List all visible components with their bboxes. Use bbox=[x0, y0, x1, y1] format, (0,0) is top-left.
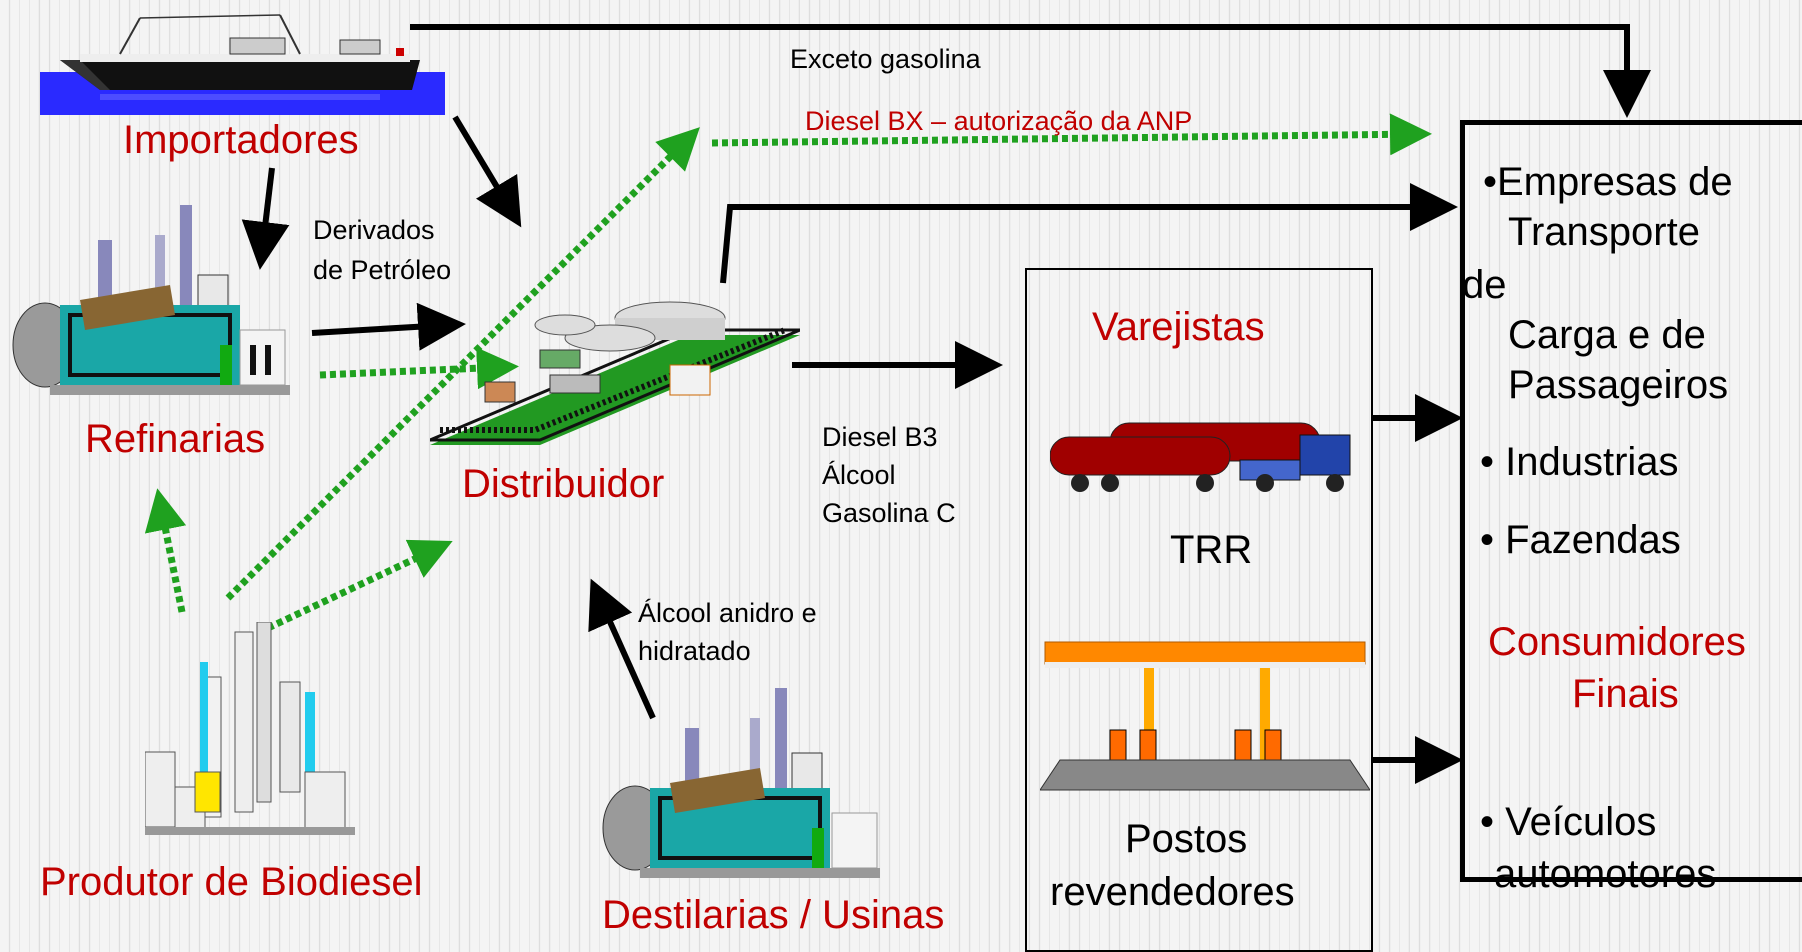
biodiesel-plant-icon bbox=[145, 622, 355, 835]
produtos-label-line1: Diesel B3 bbox=[822, 422, 938, 452]
consumer-fazendas: • Fazendas bbox=[1480, 518, 1681, 562]
arrow-biodiesel-diesel-bx bbox=[225, 127, 700, 601]
consumidores-finais-title-line1: Consumidores bbox=[1488, 620, 1746, 664]
consumer-veiculos-line1: • Veículos bbox=[1480, 800, 1657, 844]
consumer-veiculos-line2: automotores bbox=[1494, 852, 1717, 896]
gas-station-icon bbox=[1040, 641, 1370, 791]
arrow-importadores-refinarias bbox=[241, 167, 290, 270]
alcool-label-line1: Álcool anidro e bbox=[638, 598, 817, 628]
arrow-distribuidor-consumidores bbox=[720, 183, 1458, 284]
arrow-biodiesel-consumidores bbox=[711, 113, 1432, 156]
derivados-label-line1: Derivados bbox=[313, 215, 435, 245]
arrow-refinarias-distribuidor-green bbox=[319, 347, 519, 390]
postos-label-line2: revendedores bbox=[1050, 870, 1295, 914]
ship-icon bbox=[40, 14, 445, 115]
alcool-label-line2: hidratado bbox=[638, 636, 751, 666]
produtor-biodiesel-label: Produtor de Biodiesel bbox=[40, 860, 423, 904]
diesel-bx-label: Diesel BX – autorização da ANP bbox=[805, 106, 1193, 136]
importadores-label: Importadores bbox=[123, 118, 359, 162]
consumer-item-line5: Passageiros bbox=[1508, 363, 1729, 407]
distillery-icon bbox=[602, 688, 880, 878]
arrow-biodiesel-distribuidor bbox=[266, 539, 453, 632]
distribution-depot-icon bbox=[430, 301, 800, 445]
consumidores-finais-title-line2: Finais bbox=[1572, 672, 1679, 716]
consumer-item-line3: de bbox=[1462, 263, 1507, 307]
arrow-importadores-distribuidor bbox=[452, 115, 522, 228]
arrow-importadores-consumidores bbox=[410, 24, 1651, 118]
arrow-biodiesel-refinarias bbox=[144, 488, 187, 613]
destilarias-label: Destilarias / Usinas bbox=[602, 893, 945, 937]
produtos-label-line3: Gasolina C bbox=[822, 498, 956, 528]
produtos-label-line2: Álcool bbox=[822, 460, 896, 490]
consumer-item-line1: •Empresas de bbox=[1483, 160, 1733, 204]
postos-label-line1: Postos bbox=[1125, 817, 1248, 861]
distribuidor-label: Distribuidor bbox=[462, 462, 665, 506]
refinery-icon bbox=[12, 205, 290, 395]
refinarias-label: Refinarias bbox=[85, 417, 266, 461]
tanker-trucks-icon bbox=[1050, 422, 1351, 492]
arrow-destilarias-distribuidor bbox=[588, 578, 656, 720]
varejistas-label: Varejistas bbox=[1092, 305, 1265, 349]
consumer-industrias: • Industrias bbox=[1480, 440, 1679, 484]
consumer-item-line2: Transporte bbox=[1508, 210, 1700, 254]
derivados-label-line2: de Petróleo bbox=[313, 255, 452, 285]
consumidores-finais-box bbox=[1460, 120, 1802, 882]
arrow-refinarias-distribuidor bbox=[311, 302, 466, 351]
consumer-item-line4: Carga e de bbox=[1508, 313, 1706, 357]
trr-label: TRR bbox=[1170, 528, 1253, 572]
exceto-gasolina-label: Exceto gasolina bbox=[790, 44, 981, 74]
